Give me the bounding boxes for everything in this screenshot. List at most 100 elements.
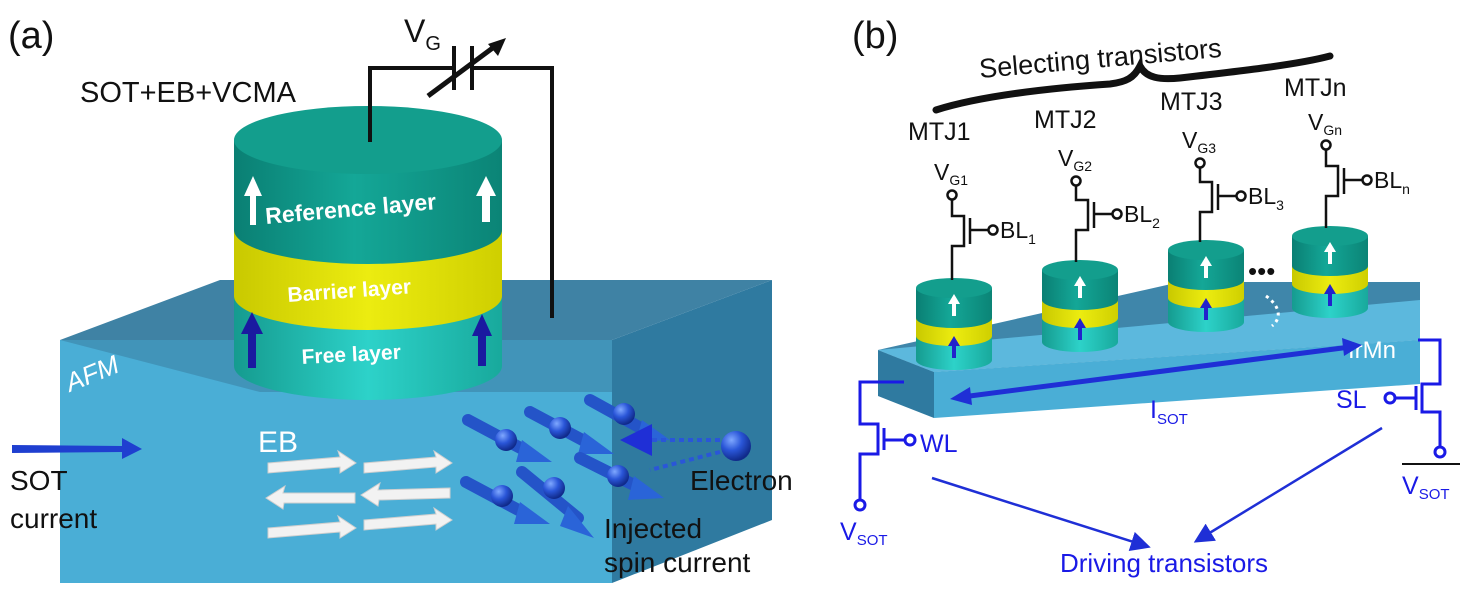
injected-label-1: Injected: [604, 513, 702, 544]
mtj-free-spin-icon: [1324, 284, 1336, 306]
eb-arrow-right-icon: [267, 514, 357, 539]
mtj-ref-spin-icon: [1074, 276, 1086, 298]
vsot-right-label: VSOT: [1402, 472, 1450, 503]
free-spin-arrow-icon: [241, 312, 263, 368]
select-transistor: [1324, 150, 1340, 228]
spin-arrows: [460, 394, 670, 538]
free-layer-label: Free layer: [301, 341, 401, 369]
mtj-vg-label: VGn: [1308, 109, 1342, 138]
vsot-terminal-right-icon: [1433, 445, 1447, 459]
mtj-top: [1042, 260, 1118, 280]
irmn-label: IrMn: [1348, 337, 1396, 364]
spin-arrow-icon: [462, 414, 552, 462]
bl-terminal-icon: [1235, 190, 1247, 202]
panel-a: (a) AFM EB: [8, 13, 793, 583]
isot-arrowhead-right-icon: [1342, 338, 1362, 356]
reference-spin-arrow-icon: [476, 176, 496, 222]
select-transistor: [1074, 186, 1090, 262]
mtj-ellipsis: •••: [1248, 256, 1275, 286]
bl-terminal-icon: [1361, 174, 1373, 186]
mtj-top: [916, 278, 992, 298]
electron-path-lower: [649, 450, 721, 472]
vg-terminal-icon: [946, 189, 958, 201]
eb-arrow-right-icon: [267, 449, 357, 474]
mtj-bl-label: BL2: [1124, 201, 1160, 231]
sl-label: SL: [1336, 386, 1367, 414]
eb-label: EB: [258, 426, 298, 459]
vg-label: VG: [404, 13, 441, 55]
eb-arrow-left-icon: [265, 484, 356, 510]
mtj-vg-label: VG3: [1182, 127, 1216, 156]
spin-arrow-icon: [524, 406, 614, 454]
bl-terminal-icon: [987, 224, 999, 236]
mtj-ref-spin-icon: [1200, 256, 1212, 278]
irmn-slab-front: [934, 340, 1420, 418]
wl-label: WL: [920, 430, 958, 458]
spin-arrow-icon: [516, 466, 594, 538]
variable-capacitor-icon: [426, 41, 500, 99]
driving-arrow-right: [1193, 426, 1383, 543]
sot-current-arrow-icon: [12, 438, 142, 459]
mtj-ref-spin-icon: [1324, 242, 1336, 264]
mtj-name-label: MTJ2: [1034, 106, 1097, 134]
reference-layer-side: [234, 140, 502, 264]
mtj-vg-label: VG2: [1058, 145, 1092, 174]
eb-arrow-left-icon: [360, 481, 451, 507]
mtj-top: [1168, 240, 1244, 260]
spin-arrow-icon: [460, 476, 550, 524]
mtj-name-label: MTJn: [1284, 74, 1347, 102]
mtj-free-spin-icon: [948, 336, 960, 358]
select-transistor: [950, 200, 966, 280]
vg-wire-left: [368, 66, 454, 142]
mtj-vg-label: VG1: [934, 159, 968, 188]
mtj-ref-spin-icon: [948, 294, 960, 316]
mtj-bl-label: BL3: [1248, 183, 1284, 213]
panel-a-label: (a): [8, 15, 54, 57]
bl-terminal-icon: [1111, 208, 1123, 220]
vsot-terminal-left-icon: [853, 498, 867, 512]
irmn-slab-left: [878, 350, 934, 418]
mtj-bl-label: BLn: [1374, 167, 1410, 197]
select-transistor: [1198, 168, 1214, 242]
eb-arrow-right-icon: [363, 449, 453, 474]
vg-terminal-icon: [1070, 175, 1082, 187]
injected-label-2: spin current: [604, 547, 751, 578]
sot-label-2: current: [10, 503, 97, 534]
vg-terminal-icon: [1194, 157, 1206, 169]
mtj-free-spin-icon: [1074, 318, 1086, 340]
eb-arrow-right-icon: [363, 506, 453, 531]
wl-terminal-icon: [903, 433, 917, 447]
technique-title: SOT+EB+VCMA: [80, 77, 297, 109]
mtj-bl-label: BL1: [1000, 217, 1036, 247]
mtj-free-spin-icon: [1200, 298, 1212, 320]
vg-wire-right: [472, 66, 554, 318]
panel-b-label: (b): [852, 15, 898, 57]
vg-terminal-icon: [1320, 139, 1332, 151]
mtj-name-label: MTJ3: [1160, 88, 1223, 116]
mtj-pillar: Reference layer Barrier layer Free layer: [234, 106, 502, 400]
electron-icon: [721, 431, 751, 461]
mtj-top: [1292, 226, 1368, 246]
driving-arrow-left: [931, 476, 1151, 551]
vsot-left-label: VSOT: [840, 518, 888, 549]
driving-transistor-sl: [1396, 338, 1442, 448]
panel-b: (b) Selecting transistors IrMn ISOT MTJ1…: [840, 15, 1460, 578]
mtj-name-label: MTJ1: [908, 118, 971, 146]
isot-arrow: [961, 344, 1351, 400]
variable-arrowhead-icon: [488, 38, 506, 56]
sot-label-1: SOT: [10, 465, 68, 496]
electron-label: Electron: [690, 465, 793, 496]
irmn-slab-highlight: [878, 300, 1420, 372]
selecting-brace: [932, 52, 1334, 114]
sl-terminal-icon: [1383, 391, 1397, 405]
spin-arrow-icon: [574, 452, 664, 500]
afm-slab-side: [612, 280, 772, 583]
isot-label: ISOT: [1150, 396, 1188, 428]
reference-spin-arrow-icon: [244, 176, 262, 225]
